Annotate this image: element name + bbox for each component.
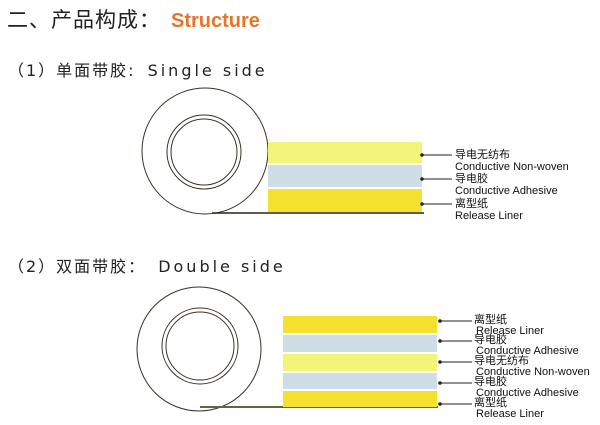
title-chinese: 二、产品构成： bbox=[7, 8, 161, 32]
double-label-adhesive-top: 导电胶 Conductive Adhesive bbox=[474, 334, 579, 357]
double-layer-liner-top bbox=[283, 316, 437, 333]
double-leader-lines bbox=[438, 319, 472, 406]
single-side-heading-cn: （1）单面带胶: bbox=[8, 61, 136, 80]
double-layer-liner-bottom bbox=[283, 391, 437, 407]
double-layer-adhesive-top bbox=[283, 335, 437, 352]
single-label-nonwoven: 导电无纺布 Conductive Non-woven bbox=[455, 149, 569, 173]
single-leader-lines bbox=[420, 153, 452, 206]
double-side-heading-cn: （2）双面带胶： bbox=[8, 257, 147, 276]
double-label-liner-top: 离型纸 Release Liner bbox=[474, 314, 544, 337]
double-layer-stack bbox=[283, 316, 437, 407]
double-label-nonwoven: 导电无纺布 Conductive Non-woven bbox=[474, 355, 590, 378]
double-label-liner-bottom: 离型纸 Release Liner bbox=[474, 397, 544, 420]
single-layer-liner bbox=[268, 189, 422, 212]
double-side-heading-en: Double side bbox=[158, 257, 286, 276]
single-side-heading-en: Single side bbox=[147, 61, 268, 80]
single-side-heading: （1）单面带胶: Single side bbox=[8, 57, 268, 81]
double-layer-nonwoven bbox=[283, 354, 437, 371]
single-layer-stack bbox=[268, 142, 422, 212]
single-label-adhesive: 导电胶 Conductive Adhesive bbox=[455, 173, 558, 197]
double-side-heading: （2）双面带胶： Double side bbox=[8, 253, 286, 277]
title-english: Structure bbox=[171, 10, 260, 32]
double-label-adhesive-bottom: 导电胶 Conductive Adhesive bbox=[474, 376, 579, 399]
double-layer-adhesive-bottom bbox=[283, 373, 437, 389]
single-layer-nonwoven bbox=[268, 142, 422, 163]
single-label-liner: 离型纸 Release Liner bbox=[455, 198, 523, 222]
page-title: 二、产品构成： Structure bbox=[7, 4, 260, 34]
single-layer-adhesive bbox=[268, 165, 422, 187]
